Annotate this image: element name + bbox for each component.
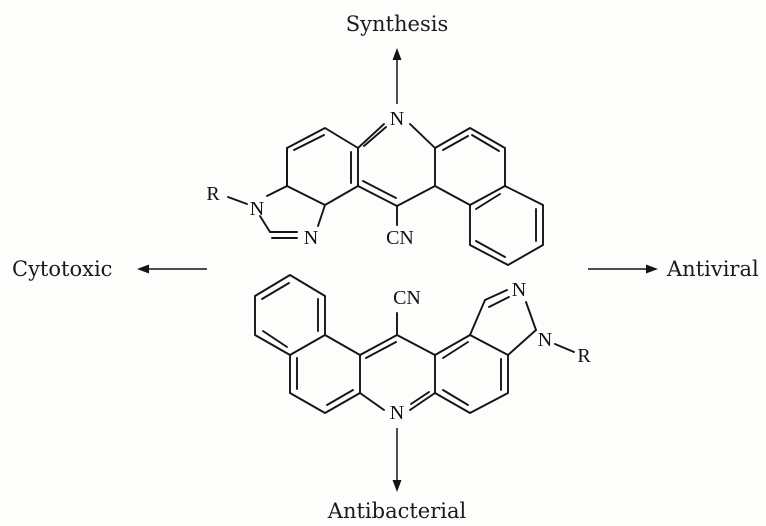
arrow-to-antiviral — [588, 264, 658, 274]
bottom-ring-nitrogen: N — [390, 402, 404, 424]
top-nitrile-label: CN — [386, 227, 414, 249]
label-antiviral: Antiviral — [666, 257, 759, 281]
top-ring-imidazole — [259, 147, 326, 239]
bottom-ring-pyrazole — [469, 289, 537, 356]
top-r-bond — [227, 196, 248, 205]
bottom-ring-benzo — [289, 334, 361, 414]
molecule-top-imidazoacridine: N N N R CN — [206, 108, 544, 266]
label-cytotoxic: Cytotoxic — [12, 257, 112, 281]
label-synthesis: Synthesis — [346, 12, 448, 36]
top-imidazole-n3: N — [304, 227, 318, 249]
arrow-to-cytotoxic — [137, 264, 207, 274]
top-ring-c — [434, 127, 506, 206]
top-ring-nitrogen: N — [390, 108, 404, 130]
bottom-nitrile-label: CN — [393, 287, 421, 309]
bottom-ring-central — [359, 334, 436, 411]
top-substituent-r: R — [206, 183, 220, 205]
bottom-pyrazole-n2: N — [512, 279, 526, 301]
arrow-to-synthesis — [392, 48, 402, 104]
label-antibacterial: Antibacterial — [327, 499, 467, 523]
top-ring-central — [357, 123, 436, 207]
bottom-ring-outer — [254, 274, 326, 356]
top-imidazole-n1: N — [250, 198, 264, 220]
bottom-pyrazole-n1: N — [538, 329, 552, 351]
bottom-r-bond — [554, 343, 575, 353]
molecule-bottom-pyrazoloacridine: N N N R CN — [254, 274, 591, 424]
arrow-to-antibacterial — [392, 428, 402, 492]
top-ring-a — [286, 127, 359, 206]
top-ring-d — [469, 185, 544, 266]
bottom-substituent-r: R — [577, 345, 591, 367]
bottom-ring-right — [434, 334, 509, 414]
